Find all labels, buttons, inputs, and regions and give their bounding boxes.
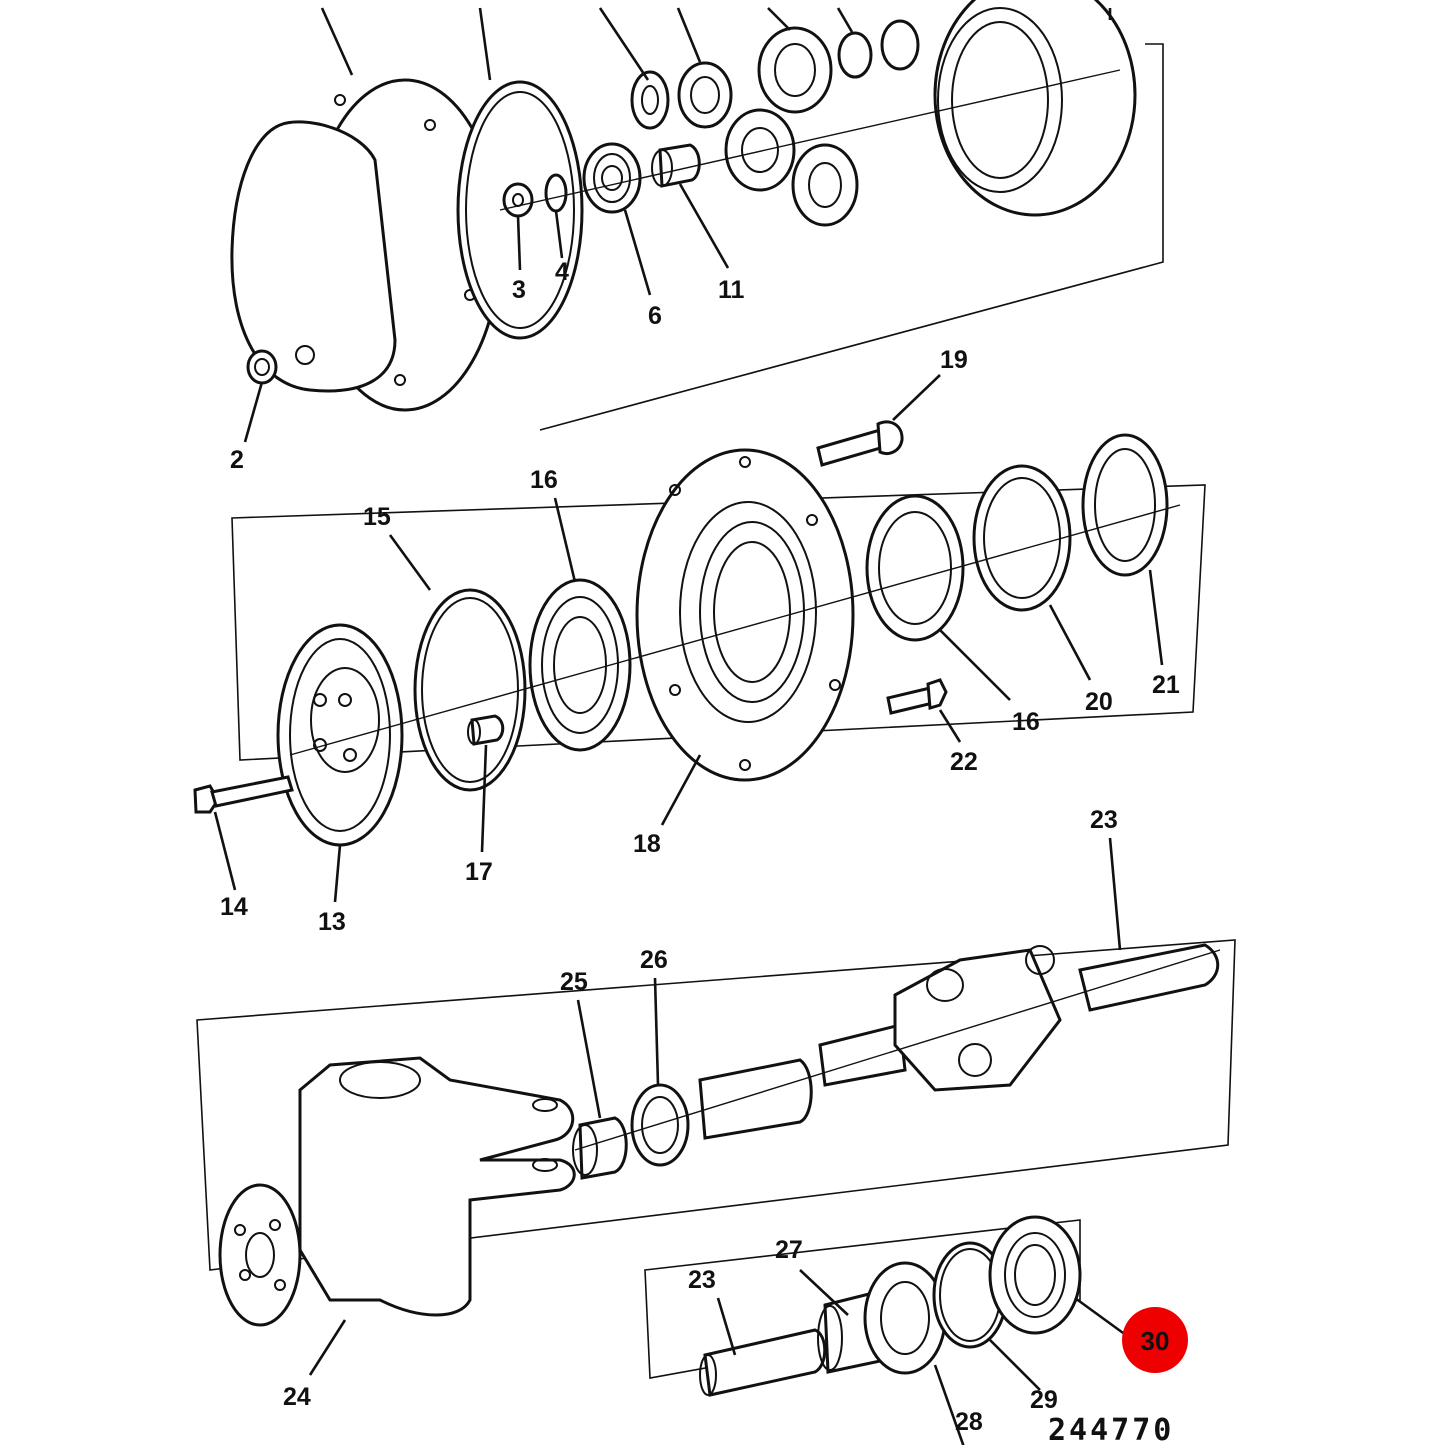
group-frames [196, 43, 1236, 1379]
seal-26 [630, 1083, 690, 1167]
callout-23-upper: 23 [1090, 806, 1118, 834]
callout-11: 11 [718, 276, 745, 304]
hub-cover [230, 78, 502, 412]
stud-bolt-22 [886, 678, 948, 715]
callout-29: 29 [1030, 1386, 1058, 1414]
callout-6: 6 [648, 302, 662, 330]
seal-21 [1081, 433, 1169, 577]
bearing-cup-16b [865, 494, 965, 642]
callout-20: 20 [1085, 688, 1113, 716]
dowel-17 [467, 714, 505, 746]
drive-shaft-23 [698, 943, 1220, 1140]
callout-28: 28 [955, 1408, 983, 1436]
stub-shaft-23 [699, 1328, 827, 1397]
top-axis [499, 69, 1121, 211]
seal-20 [972, 464, 1072, 612]
drain-plug [246, 349, 278, 385]
hub-bolt-14 [193, 775, 294, 814]
callout-16-upper: 16 [530, 466, 558, 494]
ball-bearing-30 [988, 1215, 1082, 1335]
leader-lines [213, 7, 1164, 1445]
callout-15: 15 [363, 503, 391, 531]
callout-16-lower: 16 [1012, 708, 1040, 736]
callout-19: 19 [940, 346, 968, 374]
planet-gear-6 [582, 142, 642, 214]
stud-bolt-19 [816, 420, 904, 467]
callout-14: 14 [220, 893, 248, 921]
callout-26: 26 [640, 946, 668, 974]
needle-bearing-11 [651, 143, 701, 188]
callout-4: 4 [555, 258, 569, 286]
circlip-4 [544, 173, 568, 213]
middle-axis [289, 504, 1181, 756]
callout-22: 22 [950, 748, 978, 776]
callout-24: 24 [283, 1383, 311, 1411]
callout-13: 13 [318, 908, 346, 936]
callout-30: 30 [1141, 1326, 1170, 1356]
seal-28 [863, 1261, 947, 1375]
ring-gear [933, 0, 1137, 217]
callout-labels: 2 3 4 6 11 19 16 15 13 14 17 18 16 20 21… [220, 258, 1188, 1436]
callout-17: 17 [465, 858, 493, 886]
callout-25: 25 [560, 968, 588, 996]
thrust-washer-3 [502, 182, 534, 218]
callout-3: 3 [512, 276, 526, 304]
drawing-reference-number: 244770 [1048, 1413, 1174, 1445]
lower-axis [574, 949, 1221, 1151]
upper-planet-gears [630, 19, 920, 227]
taper-bearing-16a [528, 578, 632, 752]
wheel-hub-18 [635, 448, 855, 782]
callout-21: 21 [1152, 671, 1180, 699]
highlight-marker-30 [1122, 1307, 1188, 1373]
snap-ring-15 [413, 588, 527, 792]
callout-27: 27 [775, 1236, 803, 1264]
needle-bearing-25 [572, 1116, 628, 1180]
callout-23-lower: 23 [688, 1266, 716, 1294]
tone-ring-13 [276, 623, 404, 847]
callout-2: 2 [230, 446, 244, 474]
callout-18: 18 [633, 830, 661, 858]
steering-knuckle-24 [218, 1056, 576, 1327]
